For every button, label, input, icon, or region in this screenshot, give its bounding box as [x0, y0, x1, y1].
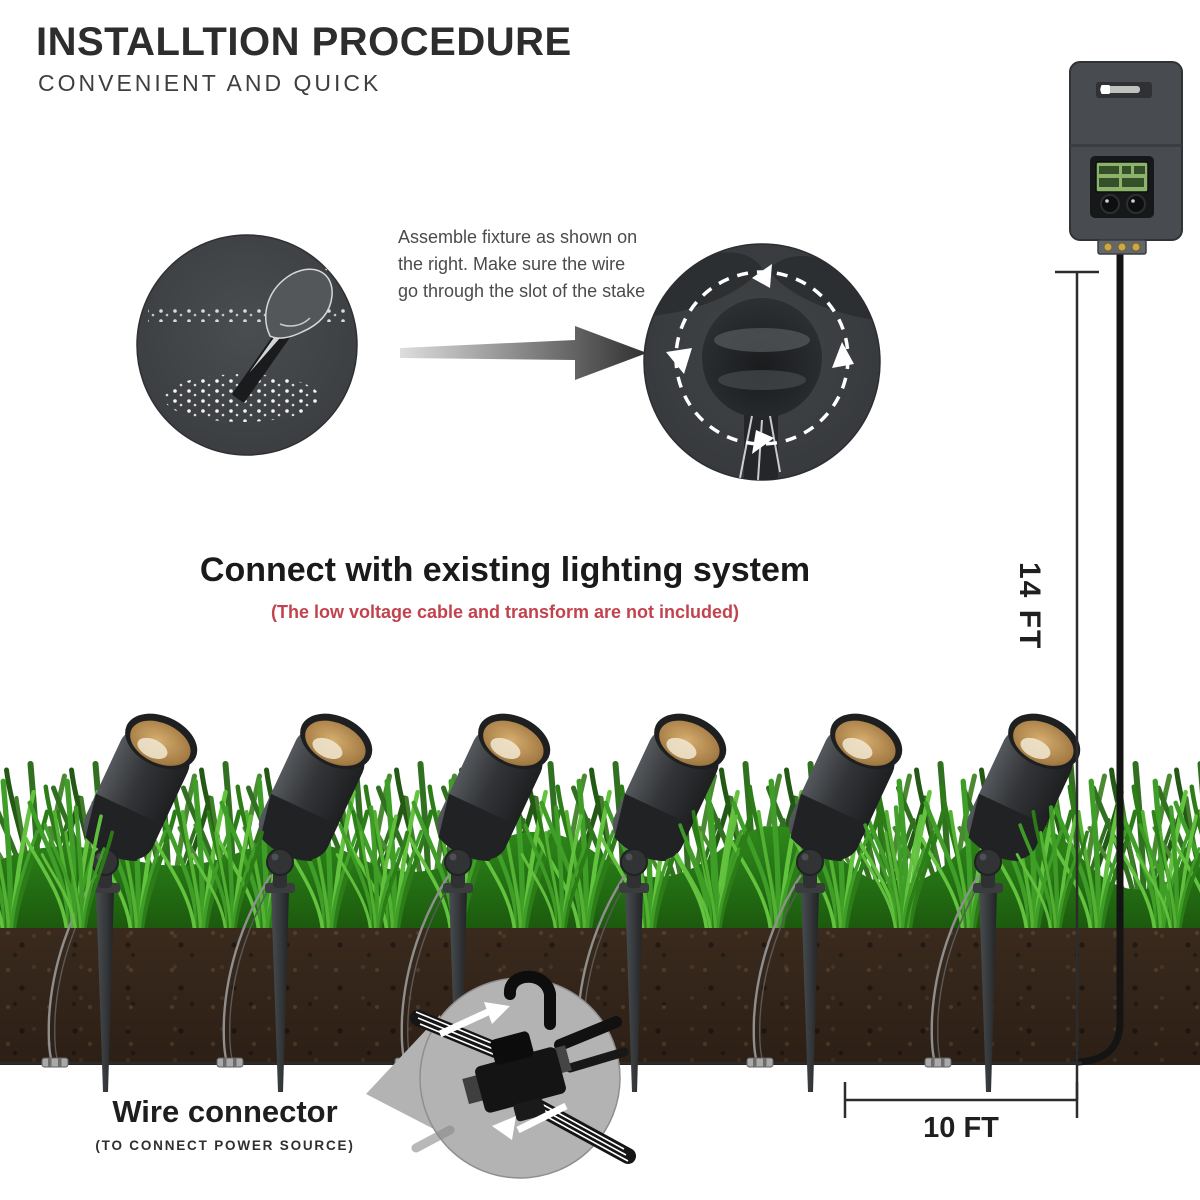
- boot: [265, 249, 357, 339]
- gravel-pile: [164, 374, 320, 422]
- right-arrow-icon: [400, 326, 647, 380]
- brand-logo: [1096, 82, 1152, 98]
- page-subtitle: CONVENIENT AND QUICK: [38, 70, 382, 96]
- page-title: INSTALLTION PROCEDURE: [36, 20, 572, 64]
- transformer-lcd: [1095, 161, 1149, 193]
- transformer-knob-right: [1126, 194, 1146, 214]
- transformer-knob-left: [1100, 194, 1120, 214]
- connect-note: (The low voltage cable and transform are…: [270, 602, 740, 622]
- spacing-measurement-label: 10 FT: [923, 1112, 999, 1144]
- soil-band: [0, 925, 1200, 1065]
- rotate-arrows-icon: [666, 264, 854, 454]
- grass-back-row: [0, 764, 1200, 928]
- gravel-line: [148, 308, 346, 322]
- assembly-instruction: Assemble fixture as shown on the right. …: [398, 227, 646, 301]
- fixture-wires: [739, 415, 781, 480]
- wire-connector-sublabel: (TO CONNECT POWER SOURCE): [95, 1138, 355, 1153]
- fixture-knuckle: [702, 298, 822, 418]
- height-measurement-label: 14 FT: [1013, 562, 1046, 651]
- stake-below: [744, 410, 778, 480]
- grass-overlay: [0, 728, 1200, 933]
- grass-fill: [0, 820, 1200, 928]
- grass-overlay-row: [42, 807, 1200, 928]
- transformer-terminals: [1097, 239, 1147, 255]
- transformer: [1069, 61, 1183, 255]
- step-on-stake-photo: [136, 234, 358, 456]
- stake-in-gravel: [232, 324, 293, 403]
- hand-shadow-left: [650, 252, 762, 316]
- transformer-body: [1069, 61, 1183, 241]
- hand-shadow-right: [768, 256, 875, 320]
- wire-connector-label: Wire connector: [112, 1094, 338, 1129]
- grass-band: [0, 728, 1200, 928]
- transformer-panel: [1090, 156, 1154, 218]
- twist-assembly-photo: [643, 243, 881, 481]
- connect-heading: Connect with existing lighting system: [199, 551, 811, 589]
- grass-front-row: [0, 781, 1200, 928]
